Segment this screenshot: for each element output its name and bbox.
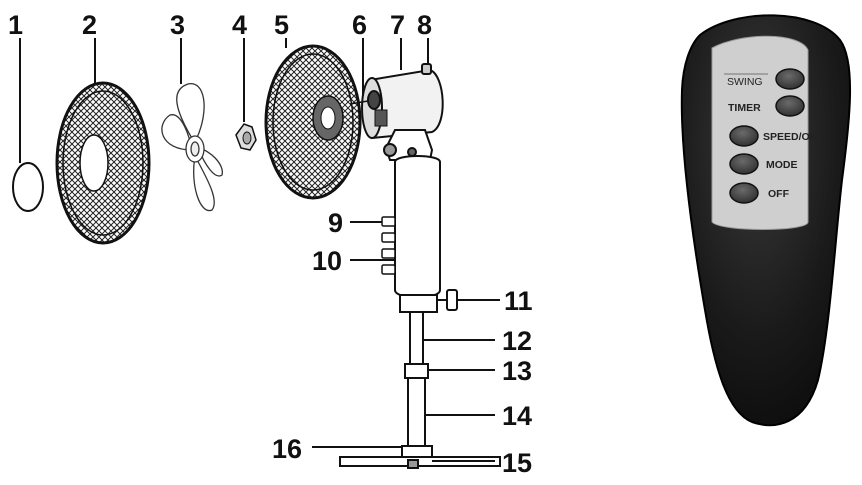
remote-button-off[interactable]: OFF [729, 182, 790, 204]
label-15: 15 [502, 448, 532, 478]
label-6: 6 [352, 10, 367, 40]
label-16: 16 [272, 434, 302, 464]
label-12: 12 [502, 326, 532, 356]
remote-button-swing[interactable]: SWING [724, 68, 805, 90]
off-label: OFF [768, 188, 790, 200]
remote-control: SWING TIMER SPEED/ON MODE OFF [680, 14, 852, 427]
mode-label: MODE [766, 159, 798, 171]
pole-part [404, 311, 429, 449]
timer-label: TIMER [728, 102, 761, 114]
label-14: 14 [502, 401, 532, 431]
leader-lines [19, 38, 500, 462]
part-number-labels: 1 2 3 4 5 6 7 8 9 10 11 12 13 14 16 15 [8, 10, 533, 478]
label-2: 2 [82, 10, 97, 40]
front-grille-part [55, 81, 151, 245]
label-7: 7 [390, 10, 405, 40]
remote-button-speed-on[interactable]: SPEED/ON [729, 125, 817, 147]
label-10: 10 [312, 246, 342, 276]
fan-body-part [381, 155, 441, 313]
label-8: 8 [417, 10, 432, 40]
label-3: 3 [170, 10, 185, 40]
label-9: 9 [328, 208, 343, 238]
label-5: 5 [274, 10, 289, 40]
speed-on-label: SPEED/ON [763, 131, 817, 143]
swing-label: SWING [727, 76, 763, 88]
label-11: 11 [504, 286, 533, 316]
fan-blade-part [161, 83, 223, 212]
height-knob-part [437, 289, 458, 311]
rear-grille-part [264, 44, 362, 200]
remote-button-timer[interactable]: TIMER [728, 95, 805, 117]
motor-housing-part [349, 63, 444, 140]
spinner-part [235, 123, 257, 151]
base-part [339, 445, 501, 469]
label-13: 13 [502, 356, 532, 386]
label-1: 1 [8, 10, 23, 40]
remote-button-mode[interactable]: MODE [729, 153, 798, 175]
label-4: 4 [232, 10, 247, 40]
ring-part [12, 162, 44, 212]
